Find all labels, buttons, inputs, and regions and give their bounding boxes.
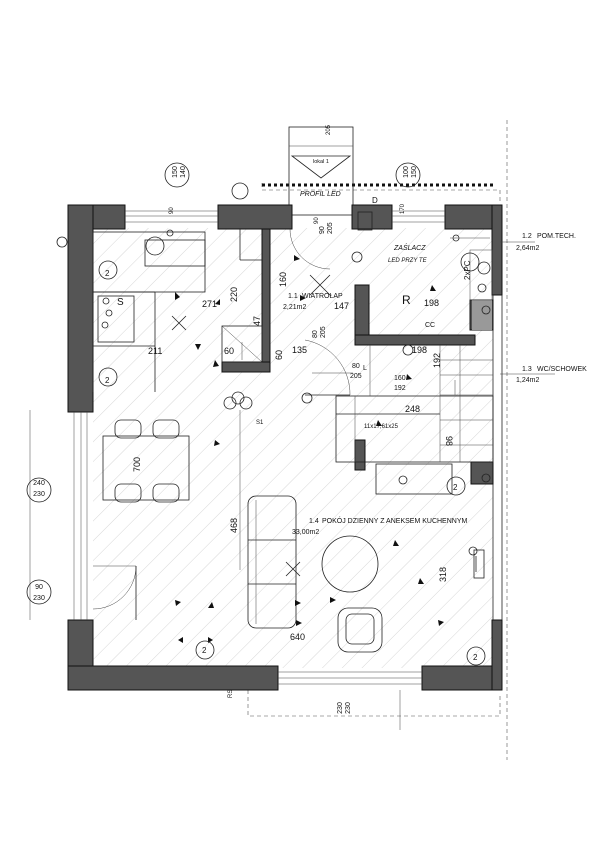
room-1-1-number: 1.1: [288, 293, 298, 300]
opening-top-right-a: 100: [403, 166, 410, 178]
opening-top-mid: 90: [314, 217, 320, 224]
room-1-1-area: 2,21m2: [283, 304, 306, 311]
dim-47: 47: [252, 316, 262, 326]
dim-205c: 205: [327, 222, 334, 234]
dim-248: 248: [405, 404, 420, 414]
room-1-1-name: WIATROŁAP: [302, 293, 343, 300]
dim-90: 90: [319, 226, 326, 234]
stairs-label: 11x17,61x25: [364, 424, 399, 430]
lokal-label: lokal 1: [313, 159, 329, 165]
s1-box-label: S1: [256, 420, 264, 426]
room-1-3-number: 1.3: [522, 366, 532, 373]
pc-label: 2xPC: [463, 260, 472, 280]
dim-80: 80: [312, 330, 319, 338]
dim-205d: 205: [326, 124, 332, 135]
fixtures: [101, 229, 493, 730]
opening-top-left-b: 140: [180, 166, 187, 178]
opening-bottom-left: RS: [228, 690, 234, 698]
room-1-2-area: 2,64m2: [516, 245, 539, 252]
dim-198b: 198: [412, 345, 427, 355]
dim-147: 147: [334, 301, 349, 311]
r-label: R: [402, 293, 411, 307]
d-label: D: [372, 196, 378, 205]
room-1-3-name: WC/SCHOWEK: [537, 366, 587, 373]
annotation-labels: PROFIL LED lokal 1 ZAŚLACZ LED PRZY TE 1…: [117, 159, 472, 430]
cc-label: CC: [425, 322, 435, 329]
dim-271: 271: [202, 299, 217, 309]
dim-160b: 160: [394, 375, 406, 382]
dim-60b: 60: [274, 350, 284, 360]
dim-205b: 205: [350, 373, 362, 380]
zaslacz-label: ZAŚLACZ: [393, 243, 426, 252]
dim-211: 211: [148, 346, 162, 356]
dim-640: 640: [290, 632, 305, 642]
doors: [92, 228, 351, 620]
dim-205a: 205: [320, 326, 327, 338]
room-1-4-name: POKÓJ DZIENNY Z ANEKSEM KUCHENNYM: [322, 516, 468, 525]
elev-mark-3: 2: [202, 646, 207, 655]
floor-hatch: [93, 228, 493, 668]
ceiling-light-cluster: [223, 391, 253, 410]
coffee-table: [321, 535, 383, 653]
room-1-2-number: 1.2: [522, 233, 532, 240]
led-przy-label: LED PRZY TE: [388, 258, 428, 264]
opening-left-window-b: 230: [33, 491, 45, 498]
wall-markers: [26, 162, 486, 666]
interior-walls: [221, 211, 494, 485]
opening-top-left2: 90: [169, 207, 175, 214]
room-1-2-name: POM.TECH.: [537, 233, 576, 240]
led-profile-top: [262, 126, 495, 216]
elevation-numbers: 2 2 2 2 2: [105, 269, 478, 662]
windows: [73, 210, 445, 685]
dim-198a: 198: [424, 298, 439, 308]
opening-left-window-a: 240: [33, 480, 45, 487]
opening-top-right-b: 150: [411, 166, 418, 178]
opening-labels: 150 140 90 90 100 150 170 240 230 90 230…: [33, 166, 418, 714]
stairs: [335, 345, 494, 495]
dim-192: 192: [432, 353, 442, 368]
room-labels: 1.1 WIATROŁAP 2,21m2 1.2 POM.TECH. 2,64m…: [283, 233, 587, 536]
elev-mark-5: 2: [473, 653, 478, 662]
opening-top-right2: 170: [400, 203, 406, 214]
dining-set: [102, 419, 190, 503]
kitchen-counters: [92, 229, 263, 392]
dim-160a: 160: [278, 272, 288, 287]
opening-bottom-b: 230: [345, 702, 352, 714]
dim-80b: 80: [352, 363, 360, 370]
elev-mark-4: 2: [453, 483, 458, 492]
dim-700: 700: [132, 457, 142, 472]
dim-98: 98: [444, 436, 454, 446]
dim-318: 318: [438, 567, 448, 582]
opening-bottom-a: 230: [337, 702, 344, 714]
opening-top-left-a: 150: [172, 166, 179, 178]
l-mark: L: [363, 365, 367, 372]
sofa: [247, 495, 297, 629]
dimension-labels: 271 220 160 147 198 211 47 60 60 135 198…: [132, 124, 454, 642]
dim-192b: 192: [394, 385, 406, 392]
dim-468: 468: [229, 518, 239, 533]
opening-left-door-b: 230: [33, 595, 45, 602]
s-mark: S: [117, 297, 124, 308]
elev-mark-1: 2: [105, 269, 110, 278]
profil-led-label: PROFIL LED: [300, 191, 341, 198]
room-1-3-area: 1,24m2: [516, 377, 539, 384]
elev-mark-2: 2: [105, 376, 110, 385]
room-1-4-number: 1.4: [309, 518, 319, 525]
room-1-4-area: 33,00m2: [292, 529, 319, 536]
dim-220: 220: [229, 287, 239, 302]
opening-left-door-a: 90: [35, 584, 43, 591]
dim-60a: 60: [224, 346, 234, 356]
dim-135: 135: [292, 345, 307, 355]
